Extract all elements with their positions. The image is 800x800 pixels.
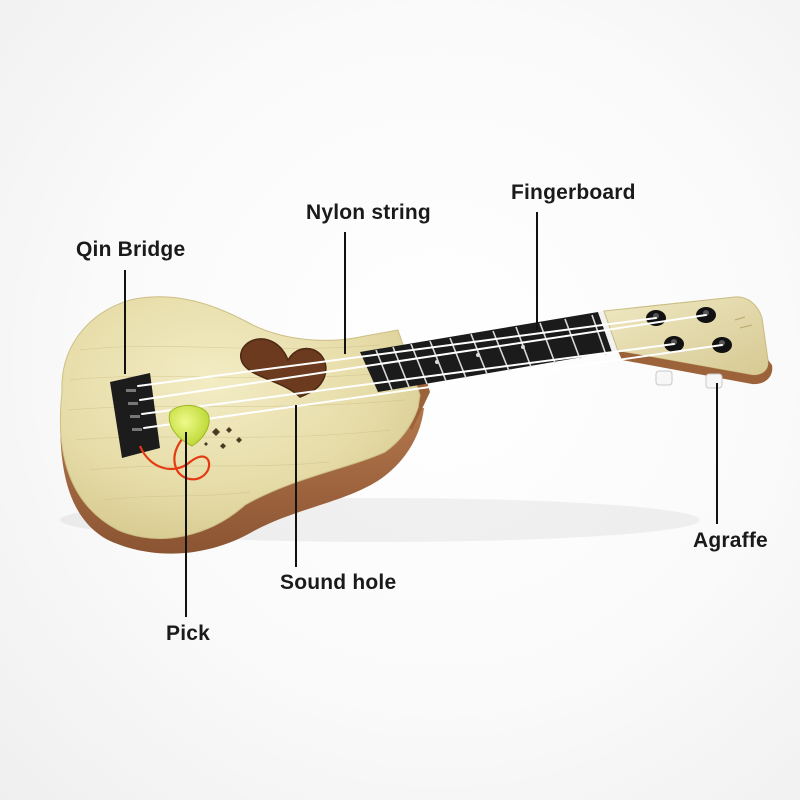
sound-hole-label: Sound hole bbox=[280, 571, 397, 594]
body-side bbox=[60, 392, 424, 554]
qin-bridge-label: Qin Bridge bbox=[76, 238, 186, 261]
fingerboard-leader-line bbox=[536, 212, 538, 330]
pick-leader-line bbox=[185, 432, 187, 617]
pick bbox=[168, 405, 210, 447]
qin-bridge-leader-line bbox=[124, 270, 126, 374]
nylon-string-leader-line bbox=[344, 232, 346, 354]
bridge-pins bbox=[126, 389, 142, 431]
nut bbox=[598, 311, 618, 352]
agraffe-leader-line bbox=[716, 383, 718, 524]
fret-markers bbox=[435, 345, 525, 364]
sound-hole-leader-line bbox=[295, 405, 297, 567]
nylon-string-label: Nylon string bbox=[306, 201, 431, 224]
pick-cord bbox=[138, 429, 211, 481]
headstock-logo bbox=[734, 316, 753, 329]
soundboard bbox=[59, 296, 421, 539]
heart-decorations bbox=[204, 427, 242, 449]
pick-label: Pick bbox=[166, 622, 210, 645]
fingerboard-label: Fingerboard bbox=[511, 181, 636, 204]
agraffe-label: Agraffe bbox=[693, 529, 768, 552]
sound-hole bbox=[239, 338, 327, 398]
agraffe-keys bbox=[655, 370, 723, 389]
headstock-side bbox=[618, 351, 773, 385]
nylon-strings bbox=[137, 314, 723, 429]
